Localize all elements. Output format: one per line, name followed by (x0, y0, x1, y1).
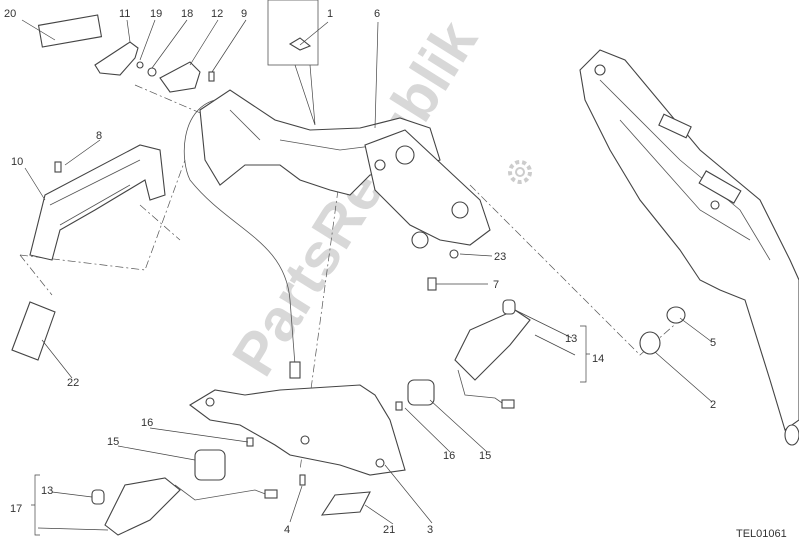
grommet-2 (639, 331, 661, 355)
small-parts-top (37, 0, 319, 126)
callout-12: 12 (211, 8, 223, 20)
callout-15-right: 15 (479, 450, 491, 462)
bolt-7 (427, 277, 437, 291)
grommet-15-left (194, 449, 226, 481)
gear-logo-icon (508, 160, 532, 184)
turn-signal-right (395, 299, 531, 411)
callout-13: 13 (565, 333, 577, 345)
wire-connector (289, 361, 301, 379)
callout-labels: 20 11 19 18 12 9 1 6 8 10 23 7 13 14 5 2… (4, 8, 787, 540)
callout-6: 6 (374, 8, 380, 20)
rear-subframe (579, 49, 799, 446)
callout-18: 18 (181, 8, 193, 20)
callout-17: 17 (10, 503, 22, 515)
callout-15: 15 (107, 436, 119, 448)
bulb-13-left (91, 489, 105, 505)
grommet-5 (666, 306, 686, 324)
reflector-21 (320, 491, 371, 516)
callout-13-left: 13 (41, 485, 53, 497)
callout-16-right: 16 (443, 450, 455, 462)
leader-lines (21, 19, 713, 536)
clip-1 (288, 37, 312, 51)
detail-box (267, 0, 319, 66)
callout-22: 22 (67, 377, 79, 389)
callout-23: 23 (494, 251, 506, 263)
callout-1: 1 (327, 8, 333, 20)
drawing-code: TEL01061 (736, 528, 787, 540)
callout-14: 14 (592, 353, 604, 365)
washer-19 (136, 61, 144, 69)
turn-signal-bracket (189, 384, 406, 476)
reflector-22 (11, 301, 56, 361)
washer-23 (449, 249, 459, 259)
callout-16: 16 (141, 417, 153, 429)
nut-18 (147, 67, 157, 77)
callout-21: 21 (383, 524, 395, 536)
callout-10: 10 (11, 156, 23, 168)
callout-3: 3 (427, 524, 433, 536)
screw-9 (208, 71, 215, 82)
screw-4 (299, 474, 306, 486)
callout-20: 20 (4, 8, 16, 20)
bulb-13 (502, 299, 516, 315)
screw-16 (395, 401, 403, 411)
callout-4: 4 (284, 524, 290, 536)
plate-light-bracket-11 (94, 41, 139, 76)
callout-9: 9 (241, 8, 247, 20)
license-plate-holder-bracket (199, 89, 491, 249)
callout-5: 5 (710, 337, 716, 349)
plate-light-12 (159, 61, 201, 93)
grommet-15 (407, 379, 435, 406)
screw-8 (54, 161, 62, 173)
reflector-20 (37, 14, 103, 48)
wire (183, 99, 296, 366)
callout-11: 11 (119, 8, 130, 20)
callout-7: 7 (493, 279, 499, 291)
turn-signal-left (91, 437, 278, 536)
callout-19: 19 (150, 8, 162, 20)
left-bracket (29, 144, 166, 261)
callout-2: 2 (710, 399, 716, 411)
callout-8: 8 (96, 130, 102, 142)
